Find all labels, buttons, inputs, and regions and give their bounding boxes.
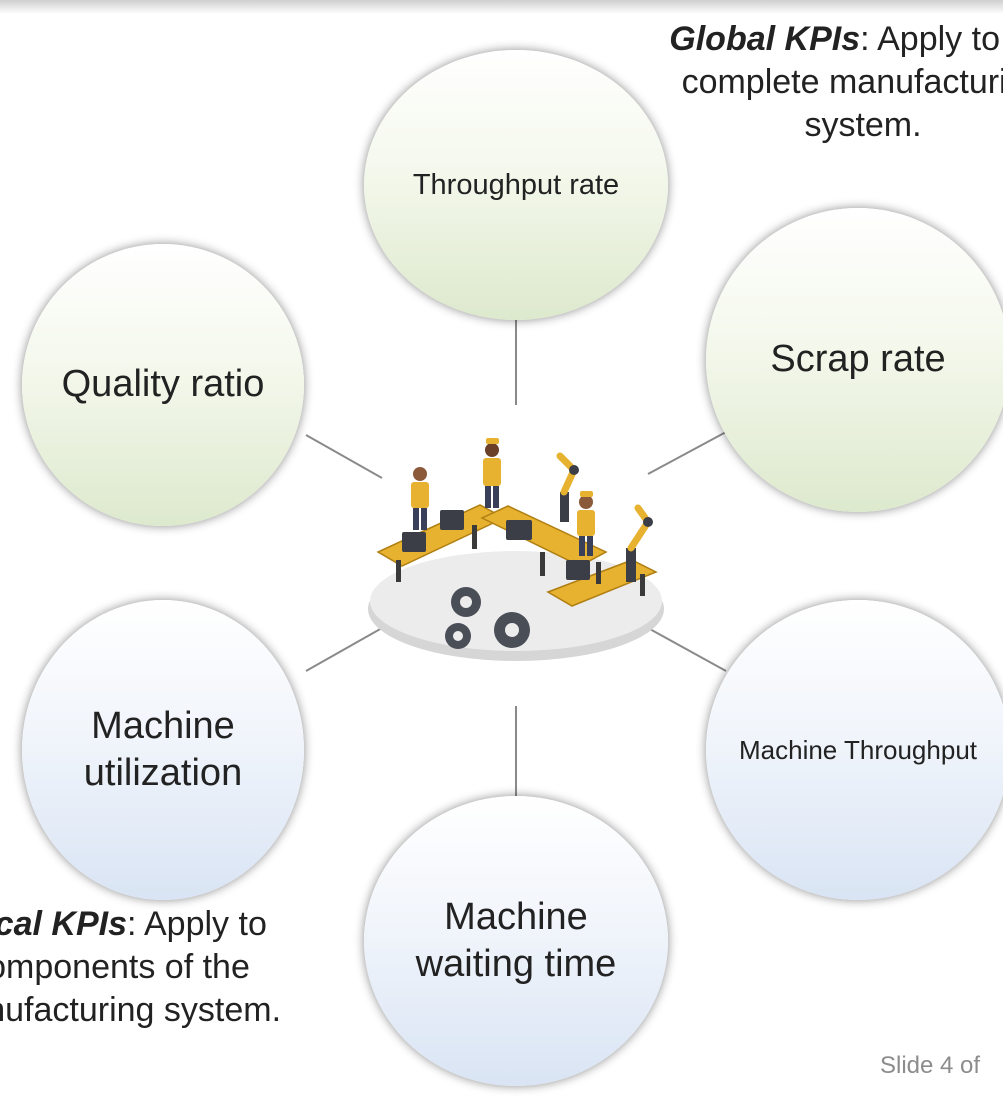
conveyor-leg — [396, 560, 401, 582]
slide-top-shadow — [0, 0, 1003, 14]
kpi-node-machine-throughput: Machine Throughput — [706, 600, 1003, 900]
local-kpis-term: Local KPIs — [0, 905, 127, 943]
kpi-node-throughput-rate: Throughput rate — [364, 50, 668, 320]
kpi-label: Quality ratio — [61, 363, 265, 406]
conveyor-leg — [540, 552, 545, 576]
box — [506, 520, 532, 540]
worker — [411, 467, 429, 530]
box — [566, 560, 590, 580]
box — [440, 510, 464, 530]
local-kpis-description: : Apply to components of the manufacturi… — [0, 905, 282, 1029]
kpi-label: Machine utilization — [83, 704, 243, 795]
global-kpis-term: Global KPIs — [669, 20, 861, 58]
robot-arm — [626, 504, 653, 582]
gear-icon — [445, 623, 471, 649]
kpi-node-machine-utilization: Machine utilization — [22, 600, 304, 900]
connector-machine-utilization — [305, 627, 383, 672]
connector-scrap-rate — [647, 431, 727, 475]
factory-illustration — [368, 438, 664, 661]
connector-quality-ratio — [305, 434, 383, 479]
kpi-node-scrap-rate: Scrap rate — [706, 208, 1003, 512]
gear-icon — [494, 612, 530, 648]
connector-machine-throughput — [647, 627, 727, 672]
kpi-node-machine-waiting-time: Machine waiting time — [364, 796, 668, 1086]
worker — [483, 438, 501, 508]
slide-number: Slide 4 of — [880, 1052, 981, 1079]
kpi-label: Machine Throughput — [738, 734, 977, 765]
worker — [577, 491, 595, 556]
conveyor-leg — [472, 525, 477, 549]
kpi-label: Throughput rate — [412, 168, 620, 201]
global-kpis-caption: Global KPIs: Apply to the complete manuf… — [583, 18, 1003, 147]
box — [402, 532, 426, 552]
robot-arm — [556, 452, 579, 522]
gear-icon — [451, 587, 481, 617]
kpi-label: Machine waiting time — [415, 895, 617, 986]
global-kpis-description: : Apply to the complete manufacturing sy… — [681, 20, 1003, 144]
kpi-label: Scrap rate — [770, 338, 946, 381]
kpi-node-quality-ratio: Quality ratio — [22, 244, 304, 526]
conveyor-leg — [596, 562, 601, 584]
local-kpis-caption: Local KPIs: Apply to components of the m… — [0, 903, 300, 1032]
conveyor-leg — [640, 574, 645, 596]
